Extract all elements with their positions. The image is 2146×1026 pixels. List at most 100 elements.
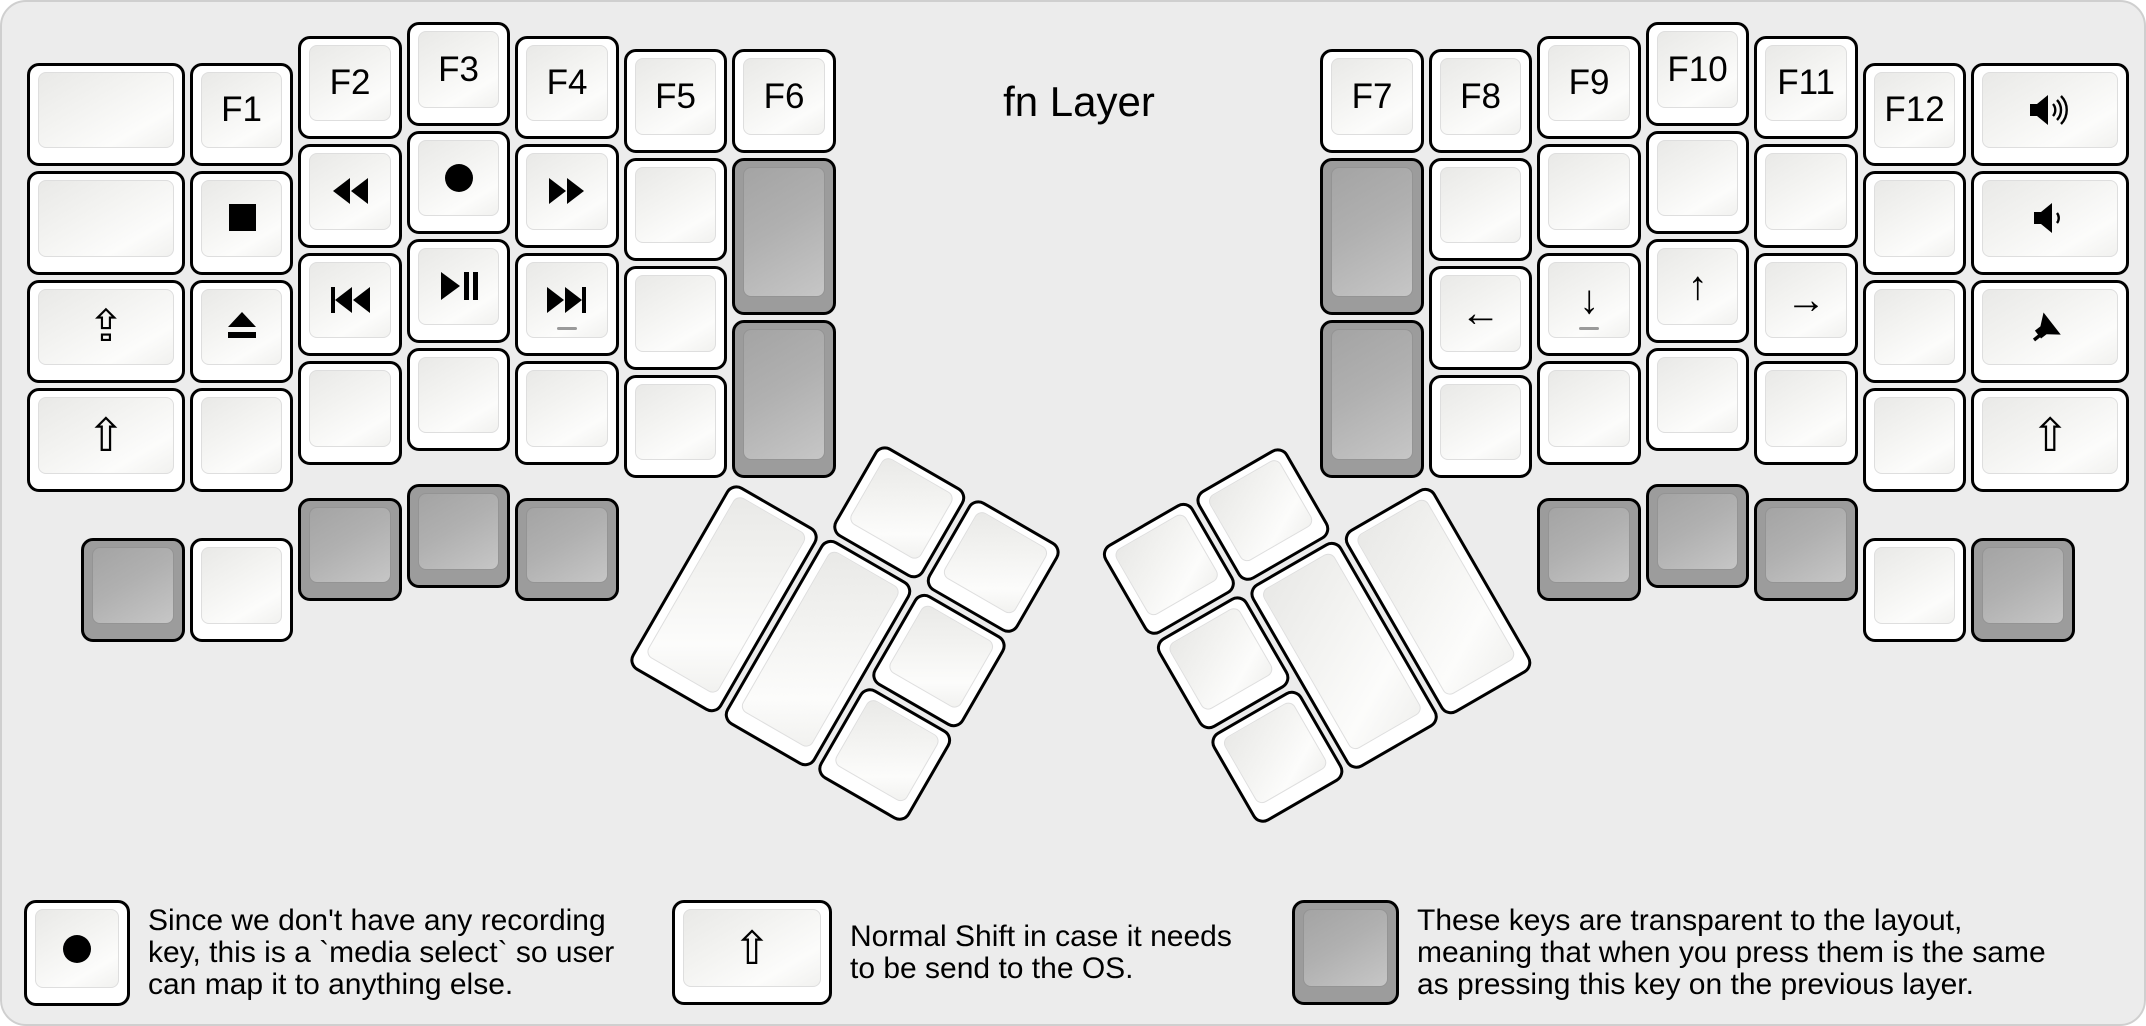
- shift-example-key: ⇧: [672, 900, 832, 1005]
- key-blank[interactable]: [1754, 361, 1858, 465]
- key-arrow-down[interactable]: ↓: [1537, 252, 1641, 357]
- keycap-surface: F3: [417, 31, 500, 108]
- key-blank[interactable]: [1537, 144, 1641, 248]
- next-track-icon: [543, 284, 591, 316]
- key-blank[interactable]: [1428, 157, 1533, 262]
- key-transparent[interactable]: [1645, 484, 1750, 588]
- key-transparent[interactable]: [406, 484, 511, 588]
- key-transparent[interactable]: [1320, 320, 1424, 479]
- key-blank[interactable]: [1862, 538, 1967, 642]
- key-blank[interactable]: [1537, 361, 1641, 465]
- key-blank[interactable]: [27, 62, 185, 167]
- key-transparent[interactable]: [515, 497, 619, 602]
- key-blank[interactable]: [1428, 374, 1533, 479]
- key-blank[interactable]: [623, 157, 728, 262]
- key-arrow-left[interactable]: ←: [1428, 266, 1533, 370]
- key-prev-track[interactable]: [298, 252, 402, 357]
- key-transparent[interactable]: [1971, 538, 2075, 642]
- key-blank[interactable]: [189, 538, 294, 642]
- legend-line: These keys are transparent to the layout…: [1417, 903, 1963, 937]
- key-shift[interactable]: ⇧: [1971, 388, 2130, 492]
- key-blank[interactable]: [1645, 347, 1750, 451]
- key-label: ↓: [1579, 277, 1600, 322]
- key-volume-up[interactable]: [1971, 62, 2130, 167]
- legend-line: Since we don't have any recording: [148, 904, 606, 937]
- key-blank[interactable]: [298, 361, 402, 465]
- key-caps-lock[interactable]: ⇪: [27, 279, 185, 384]
- key-f4[interactable]: F4: [515, 35, 619, 140]
- key-blank[interactable]: [1862, 388, 1967, 492]
- key-rewind[interactable]: [298, 144, 402, 248]
- key-blank[interactable]: [189, 388, 294, 492]
- key-blank[interactable]: [1754, 144, 1858, 248]
- key-volume-down[interactable]: [1971, 171, 2130, 275]
- key-blank[interactable]: [623, 374, 728, 479]
- keycap-surface: [1206, 457, 1315, 565]
- key-f8[interactable]: F8: [1428, 49, 1533, 153]
- key-shift[interactable]: ⇧: [27, 388, 185, 492]
- key-transparent[interactable]: [1537, 497, 1641, 602]
- prev-track-icon: [326, 284, 374, 316]
- keycap-surface: [1331, 166, 1413, 298]
- keycap-surface: F5: [634, 58, 717, 135]
- keycap-surface: F11: [1765, 44, 1847, 122]
- keycap-surface: F12: [1873, 71, 1956, 149]
- keycap-surface: [886, 602, 996, 710]
- key-record[interactable]: [406, 130, 511, 234]
- keycap-surface: ⇧: [683, 909, 821, 987]
- volume-down-icon: [2025, 199, 2075, 237]
- key-f1[interactable]: F1: [189, 62, 294, 167]
- keycap-surface: F8: [1439, 58, 1522, 135]
- key-play-pause[interactable]: [406, 239, 511, 343]
- key-f9[interactable]: F9: [1537, 35, 1641, 140]
- key-blank[interactable]: [1862, 171, 1967, 275]
- legend-line: meaning that when you press them is the …: [1417, 935, 2046, 969]
- volume-up-icon: [2025, 91, 2075, 129]
- key-next-track[interactable]: [515, 252, 619, 357]
- key-f3[interactable]: F3: [406, 22, 511, 126]
- key-blank[interactable]: [623, 266, 728, 370]
- key-eject[interactable]: [189, 279, 294, 384]
- keycap-surface: [1982, 288, 2119, 366]
- keycap-surface: [417, 248, 500, 325]
- keycap-surface: [92, 547, 174, 624]
- key-blank[interactable]: [406, 347, 511, 451]
- keycap-surface: F6: [743, 58, 825, 135]
- fast-forward-icon: [545, 175, 589, 207]
- keycap-surface: [1439, 383, 1522, 461]
- keycap-surface: [1873, 547, 1956, 624]
- keycap-surface: F4: [526, 44, 608, 122]
- keycap-surface: [309, 153, 391, 230]
- key-arrow-right[interactable]: →: [1754, 252, 1858, 357]
- key-mute[interactable]: [1971, 279, 2130, 384]
- legend-item-shift: ⇧ Normal Shift in case it needs to be se…: [672, 900, 1232, 1005]
- keycap-surface: →: [1765, 261, 1847, 339]
- key-f10[interactable]: F10: [1645, 22, 1750, 126]
- key-arrow-up[interactable]: ↑: [1645, 239, 1750, 343]
- key-blank[interactable]: [1862, 279, 1967, 384]
- keycap-surface: [200, 397, 283, 474]
- key-label: →: [1786, 277, 1827, 322]
- key-f6[interactable]: F6: [732, 49, 836, 153]
- key-f2[interactable]: F2: [298, 35, 402, 140]
- key-transparent[interactable]: [1320, 157, 1424, 316]
- key-transparent[interactable]: [298, 497, 402, 602]
- key-stop[interactable]: [189, 171, 294, 275]
- key-f11[interactable]: F11: [1754, 35, 1858, 140]
- key-f5[interactable]: F5: [623, 49, 728, 153]
- key-transparent[interactable]: [732, 320, 836, 479]
- keycap-surface: [526, 506, 608, 584]
- key-transparent[interactable]: [81, 538, 185, 642]
- key-transparent[interactable]: [1754, 497, 1858, 602]
- keycap-surface: [1873, 397, 1956, 474]
- legend-key-transparent: [1292, 900, 1399, 1005]
- key-blank[interactable]: [27, 171, 185, 275]
- key-fast-forward[interactable]: [515, 144, 619, 248]
- key-transparent[interactable]: [732, 157, 836, 316]
- key-f7[interactable]: F7: [1320, 49, 1424, 153]
- key-f12[interactable]: F12: [1862, 62, 1967, 167]
- keycap-surface: [526, 370, 608, 447]
- key-blank[interactable]: [1645, 130, 1750, 234]
- key-blank[interactable]: [515, 361, 619, 465]
- keycap-surface: [35, 909, 119, 988]
